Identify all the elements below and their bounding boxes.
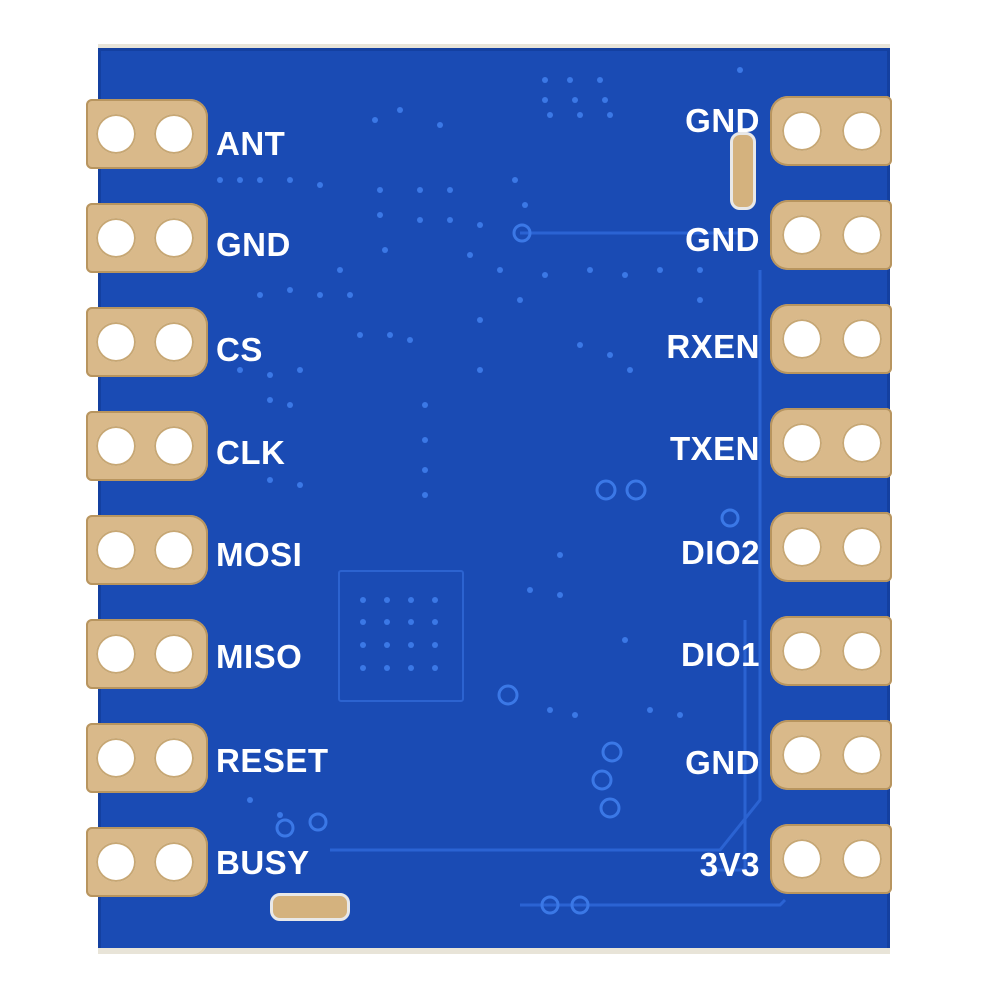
left-pad-1 bbox=[86, 99, 208, 169]
pin-label-left-2: GND bbox=[216, 226, 291, 263]
castellated-hole bbox=[96, 426, 136, 466]
pin-label-left-4: CLK bbox=[216, 434, 286, 471]
board-edge-bottom bbox=[98, 948, 890, 954]
castellated-hole bbox=[842, 111, 882, 151]
left-pad-4 bbox=[86, 411, 208, 481]
left-pad-3 bbox=[86, 307, 208, 377]
castellated-hole bbox=[842, 215, 882, 255]
castellated-hole bbox=[842, 319, 882, 359]
right-pad-6 bbox=[770, 616, 892, 686]
pin-label-left-8: BUSY bbox=[216, 844, 310, 881]
castellated-hole bbox=[782, 215, 822, 255]
castellated-hole bbox=[842, 527, 882, 567]
pin-label-right-5: DIO2 bbox=[680, 534, 760, 571]
castellated-hole bbox=[154, 322, 194, 362]
pin-label-left-5: MOSI bbox=[216, 536, 303, 573]
castellated-hole bbox=[154, 530, 194, 570]
smd-jumper-pad bbox=[730, 132, 756, 210]
left-pad-2 bbox=[86, 203, 208, 273]
castellated-hole bbox=[782, 111, 822, 151]
castellated-hole bbox=[96, 738, 136, 778]
castellated-hole bbox=[154, 114, 194, 154]
castellated-hole bbox=[96, 530, 136, 570]
board-edge-top bbox=[98, 44, 890, 50]
left-pad-7 bbox=[86, 723, 208, 793]
castellated-hole bbox=[782, 527, 822, 567]
right-pad-4 bbox=[770, 408, 892, 478]
left-pad-5 bbox=[86, 515, 208, 585]
castellated-hole bbox=[782, 631, 822, 671]
castellated-hole bbox=[782, 423, 822, 463]
castellated-hole bbox=[154, 738, 194, 778]
castellated-hole bbox=[96, 842, 136, 882]
right-pad-3 bbox=[770, 304, 892, 374]
castellated-hole bbox=[154, 426, 194, 466]
left-pad-8 bbox=[86, 827, 208, 897]
pin-label-right-8: 3V3 bbox=[699, 846, 760, 883]
pin-label-left-1: ANT bbox=[216, 125, 286, 162]
pin-label-right-4: TXEN bbox=[669, 430, 760, 467]
castellated-hole bbox=[154, 634, 194, 674]
right-pad-2 bbox=[770, 200, 892, 270]
pin-label-right-1: GND bbox=[685, 102, 760, 139]
castellated-hole bbox=[782, 839, 822, 879]
castellated-hole bbox=[842, 423, 882, 463]
castellated-hole bbox=[96, 218, 136, 258]
castellated-hole bbox=[96, 634, 136, 674]
pin-label-left-7: RESET bbox=[216, 742, 329, 779]
right-pad-7 bbox=[770, 720, 892, 790]
castellated-hole bbox=[842, 839, 882, 879]
pin-label-left-6: MISO bbox=[216, 638, 303, 675]
pin-label-left-3: CS bbox=[216, 331, 263, 368]
castellated-hole bbox=[782, 735, 822, 775]
pin-label-right-3: RXEN bbox=[666, 328, 760, 365]
pin-label-right-7: GND bbox=[685, 744, 760, 781]
right-pad-8 bbox=[770, 824, 892, 894]
right-pad-5 bbox=[770, 512, 892, 582]
pin-label-right-6: DIO1 bbox=[680, 636, 760, 673]
castellated-hole bbox=[96, 322, 136, 362]
castellated-hole bbox=[96, 114, 136, 154]
smd-jumper-pad bbox=[270, 893, 350, 921]
chip-footprint bbox=[338, 570, 464, 702]
right-pad-1 bbox=[770, 96, 892, 166]
castellated-hole bbox=[842, 631, 882, 671]
left-pad-6 bbox=[86, 619, 208, 689]
castellated-hole bbox=[782, 319, 822, 359]
pin-label-right-2: GND bbox=[685, 221, 760, 258]
castellated-hole bbox=[842, 735, 882, 775]
castellated-hole bbox=[154, 218, 194, 258]
castellated-hole bbox=[154, 842, 194, 882]
